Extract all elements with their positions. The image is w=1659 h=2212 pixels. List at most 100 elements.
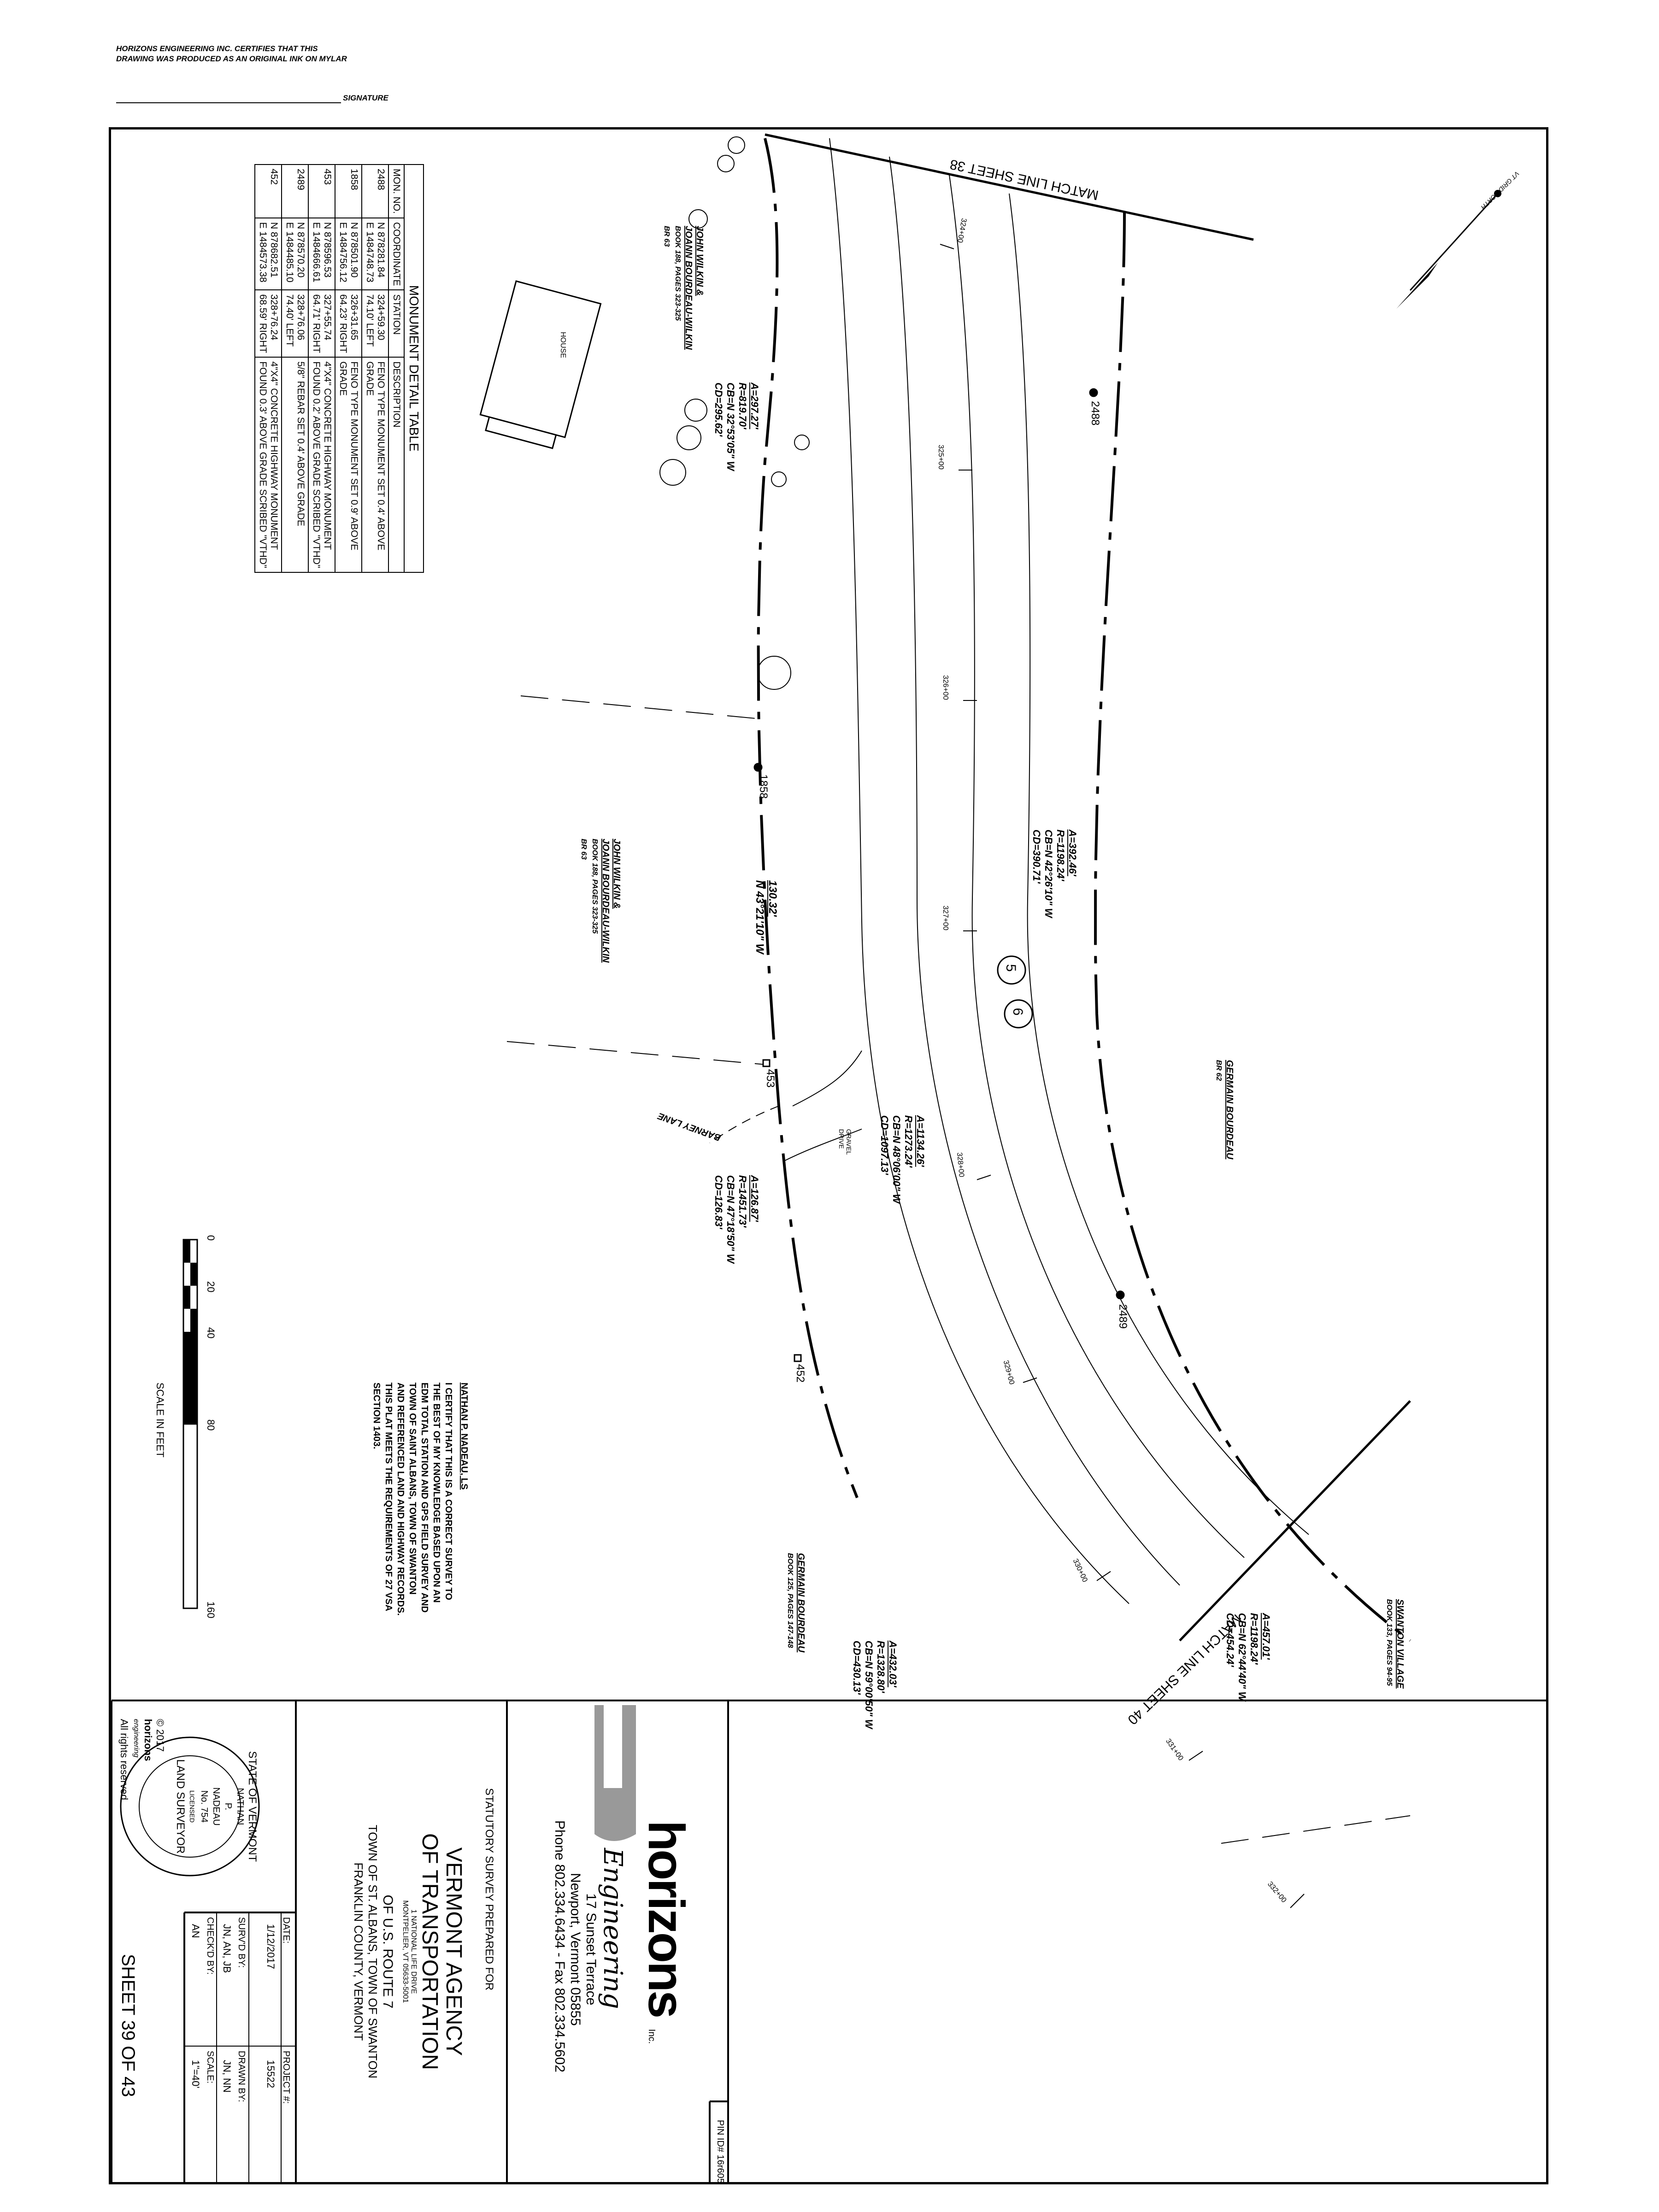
owner-br: BR 63 [580,839,588,860]
coord-e: E 1484756.12 [338,222,348,282]
date-label: DATE: [281,1917,291,1944]
scale-tick-160: 160 [205,1601,217,1618]
curve-chord-distance: CD=390.71' [1031,830,1042,884]
desc-1: FENO TYPE MONUMENT SET 0.9' ABOVE [349,361,359,551]
monument-detail-table: MONUMENT DETAIL TABLE MON. NO. COORDINAT… [254,164,424,573]
centerline [949,175,1245,1558]
desc-1: 4"X4" CONCRETE HIGHWAY MONUMENT [269,361,279,550]
curve-radius: R=1328.80' [875,1641,887,1693]
owner-name: GERMAIN BOURDEAU [1224,1060,1235,1159]
seal-number: No. 754 [199,1790,209,1823]
checkd-label: CHECK'D BY: [205,1917,215,1975]
monument-label: 1858 [757,774,770,799]
pin-id: PIN ID# 16r605 [715,2120,725,2183]
scale-tick-80: 80 [205,1419,217,1431]
curve-chord-distance: CD=126.83' [713,1175,724,1230]
scale-tb-value: 1"=40' [190,2060,201,2088]
coord-n: N 878682.51 [269,222,279,278]
station-ticks [940,244,1305,1908]
gravel-drive-line1: GRAVEL [845,1129,853,1155]
curve-arc: A=1134.26' [915,1115,926,1167]
match-line-top [765,133,1254,241]
town-names: TOWN OF ST. ALBANS, TOWN OF SWANTON [366,1824,380,2079]
coord-n: N 878281.84 [376,222,386,278]
house-label: HOUSE [559,332,567,358]
company-sub: Engineering [598,1848,628,2009]
row-line-right [1094,212,1411,1642]
owner-name2: JOANN BOURDEAU-WILKIN [600,839,611,963]
curve-arc: A=457.01' [1260,1613,1272,1660]
curve-radius: R=819.70' [737,382,748,429]
curve-chord-bearing: CB=N 32°53'05" W [725,382,736,471]
owner-name: SWANTON VILLAGE [1395,1599,1405,1689]
circle-5 [997,955,1026,985]
house-outline [479,280,602,449]
owner-germain-2: GERMAIN BOURDEAU BOOK 125, PAGES 147-148 [784,1553,806,1653]
coord-n: N 878596.53 [322,222,333,278]
circle-label-6: 6 [1010,1008,1025,1016]
owner-name: JOHN WILKIN & [694,226,705,296]
edge-line-3 [1009,193,1309,1535]
col-description: DESCRIPTION [388,357,404,572]
coord-e: E 1484666.61 [311,222,322,282]
company-address2: Newport, Vermont 05855 [568,1873,583,2026]
property-line-1 [520,695,761,719]
company-block: horizons Inc. Engineering 17 Sunset Terr… [552,1820,694,2078]
company-name: horizons [638,1820,694,2017]
scale-bar [182,1239,198,1609]
curve-arc: A=126.87' [749,1175,760,1222]
curve-chord-distance: CD=430.13' [851,1641,863,1695]
curve-chord-bearing: CB=N 62°44'40" W [1236,1613,1248,1701]
station-label: 326+00 [941,675,949,700]
cell-desc: 5/8" REBAR SET 0.4' ABOVE GRADE [282,357,308,572]
owner-germain-1: GERMAIN BOURDEAU BR 62 [1213,1060,1235,1159]
owner-book: BOOK 125, PAGES 147-148 [786,1553,794,1648]
title-block-lines [111,1700,1546,2182]
station: 328+76.24 [269,294,279,341]
coord-e: E 1484573.38 [258,222,268,282]
surveyor-seal: STATE OF VERMONT NATHAN P. NADEAU No. 75… [174,1747,259,1866]
station: 327+55.74 [322,294,333,341]
signature-label: SIGNATURE [343,94,388,102]
property-line-3 [1221,1815,1411,1844]
circle-label-5: 5 [1003,964,1018,972]
curve-radius: R=1273.24' [903,1115,914,1168]
company-address1: 17 Sunset Terrace [583,1893,599,2006]
station: 326+31.65 [349,294,359,341]
project-value: 15522 [265,2060,276,2088]
monument-label: 453 [764,1069,777,1088]
offset: 64.23' RIGHT [338,294,348,353]
gravel-drive-line2: DRIVE [838,1129,845,1149]
monument-label: 452 [794,1364,806,1383]
curve-arc: A=392.46' [1067,830,1078,877]
cert-line: EDM TOTAL STATION AND GPS FIELD SURVEY A… [419,1382,429,1613]
desc-1: FENO TYPE MONUMENT SET 0.4' ABOVE [376,361,386,551]
copyright-sub: engineering [132,1719,140,1758]
scale-tb-label: SCALE: [205,2051,215,2084]
seal-title: LAND SURVEYOR [174,1759,187,1854]
gravel-drive-edge2 [783,1129,862,1162]
agency-block: VERMONT AGENCY OF TRANSPORTATION 1 NATIO… [351,1802,466,2101]
desc-1: 5/8" REBAR SET 0.4' ABOVE GRADE [295,361,306,526]
col-mon-no: MON. NO. [388,165,404,218]
sheet-number: SHEET 39 OF 43 [118,1954,138,2097]
scale-tick-40: 40 [205,1327,217,1339]
prepared-for: STATUTORY SURVEY PREPARED FOR [483,1788,495,1991]
curve-radius: R=1198.24' [1248,1613,1260,1665]
title-block-grid [184,1912,296,2182]
cell-mon: 2488 [362,165,388,218]
match-line-bottom [1179,1400,1411,1641]
curve-radius: R=1198.24' [1055,830,1066,881]
route-name: OF U.S. ROUTE 7 [380,1894,395,2009]
desc-2: GRADE [365,361,375,396]
mylar-cert-line2: DRAWING WAS PRODUCED AS AN ORIGINAL INK … [116,54,347,63]
